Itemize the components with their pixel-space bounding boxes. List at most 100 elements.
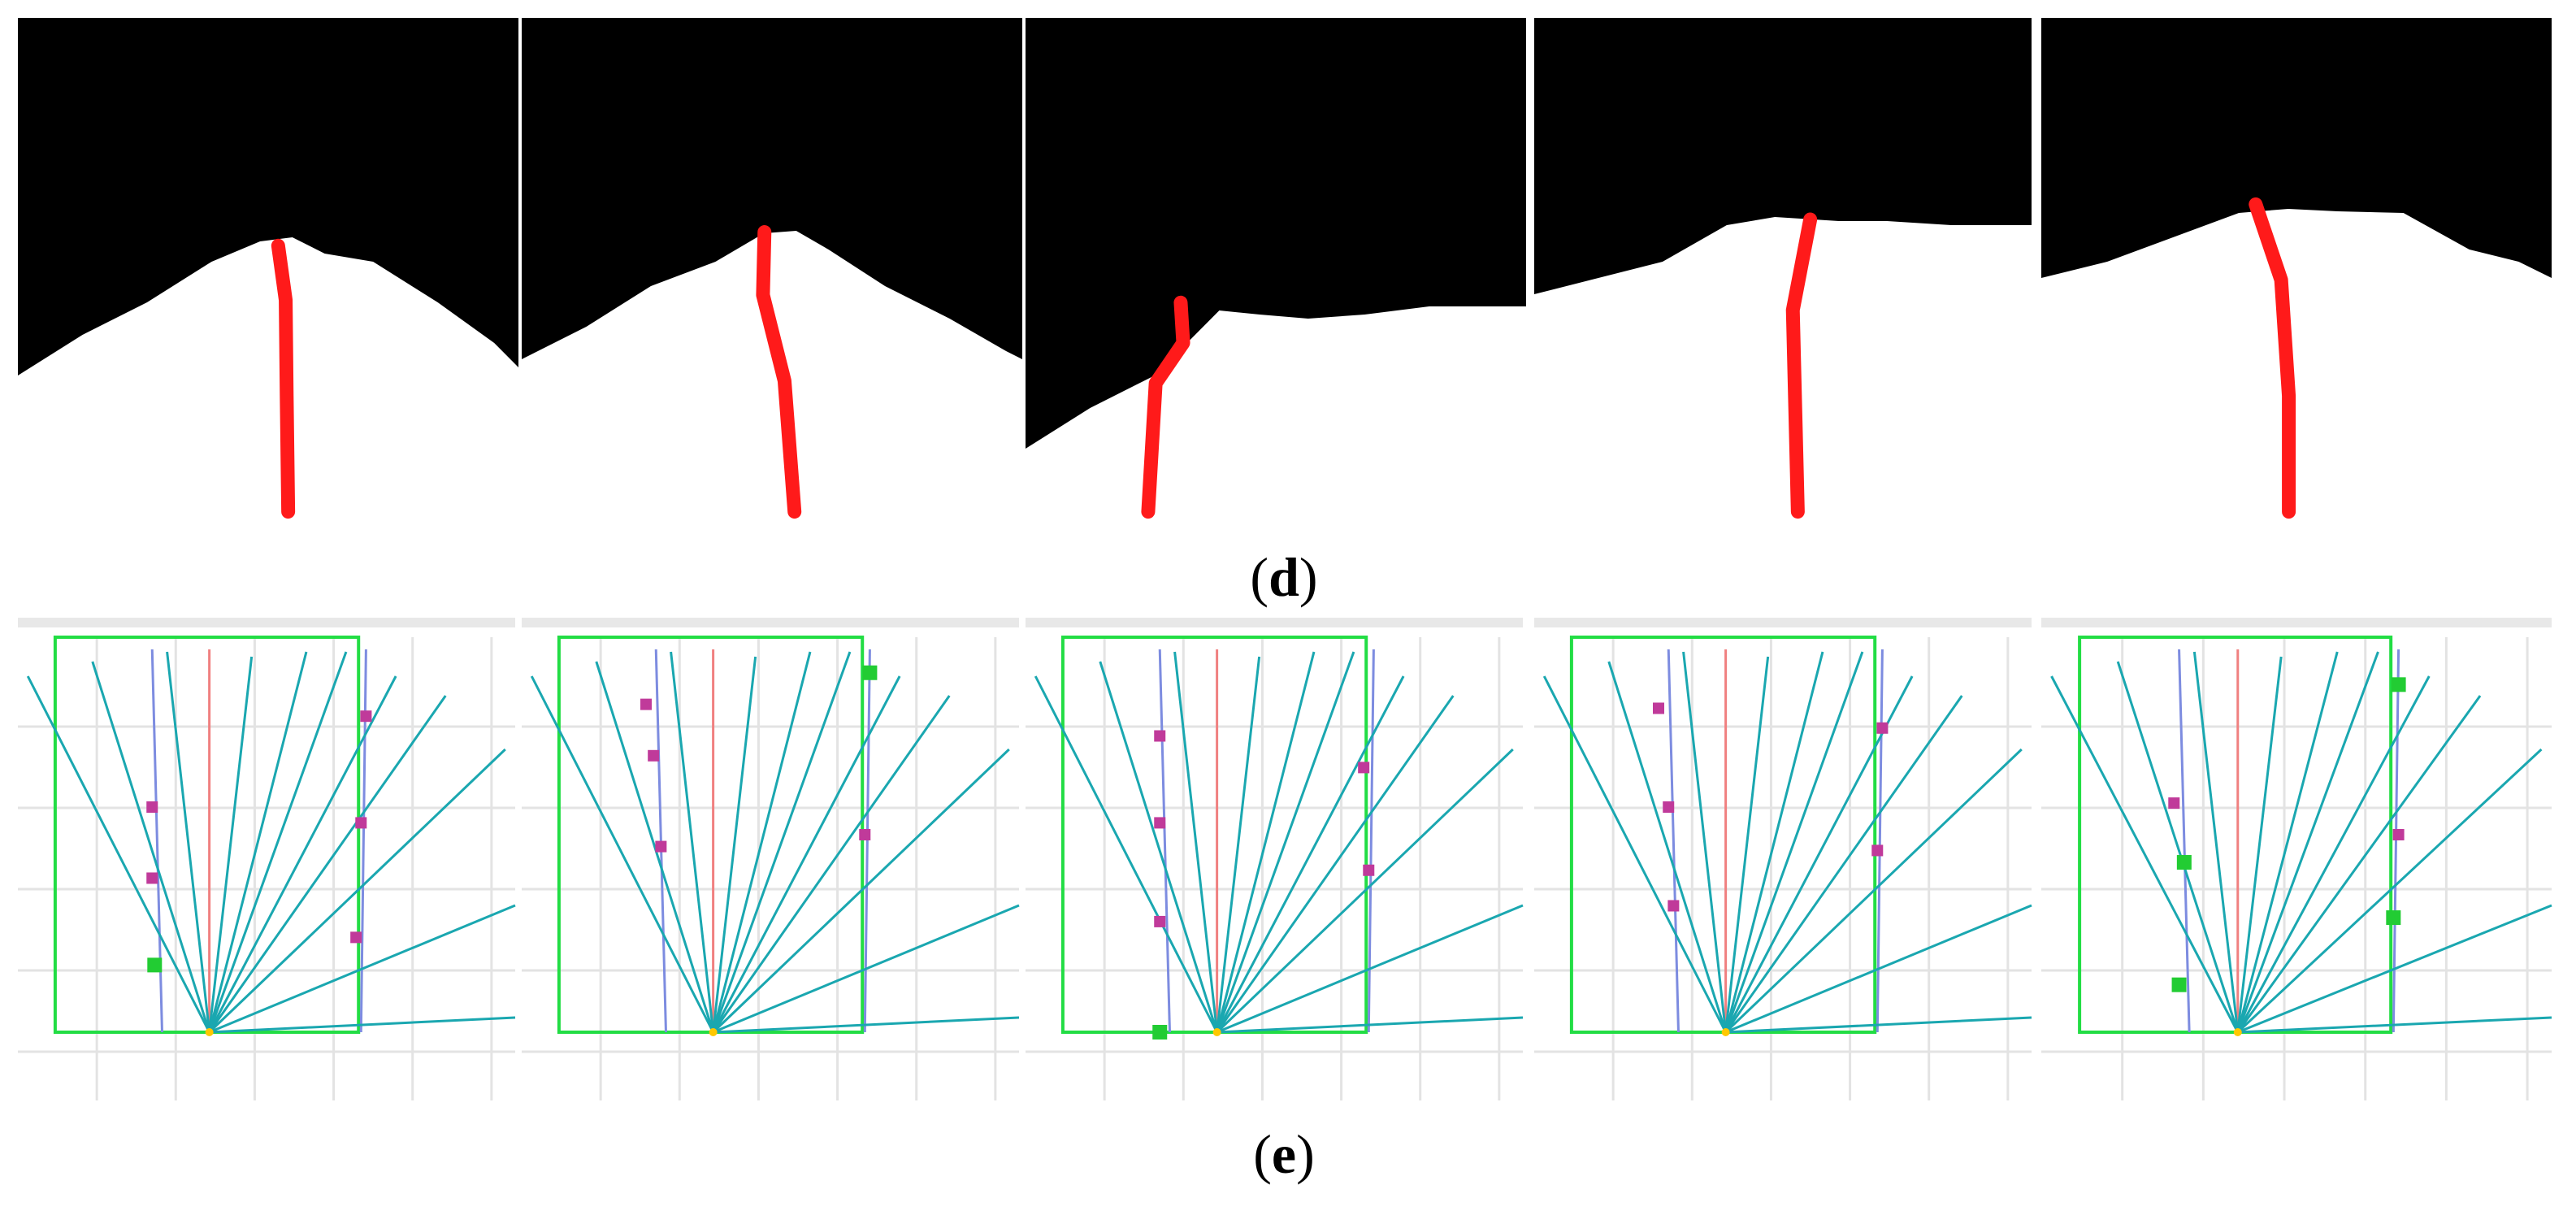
crop-row-line-left bbox=[1158, 649, 1171, 1033]
header-bar bbox=[2041, 618, 2552, 627]
fan-line bbox=[1724, 675, 1914, 1033]
detection-marker bbox=[146, 872, 158, 884]
header-bar bbox=[1534, 618, 2032, 627]
mask-panel-d4 bbox=[1534, 18, 2032, 522]
fan-line bbox=[1607, 661, 1728, 1033]
fan-line bbox=[712, 656, 757, 1033]
fan-line bbox=[208, 675, 397, 1033]
mask-sky bbox=[2041, 18, 2552, 278]
green-marker bbox=[1152, 1025, 1168, 1040]
fan-line bbox=[2236, 651, 2339, 1033]
panel-bg bbox=[1534, 613, 2032, 1100]
crop-row-line-left bbox=[2178, 649, 2191, 1033]
fan-line bbox=[1216, 695, 1455, 1033]
fan-line bbox=[1724, 651, 1864, 1033]
detection-marker bbox=[350, 931, 362, 944]
fan-line bbox=[1724, 748, 2023, 1034]
detection-marker bbox=[1663, 801, 1675, 813]
fan-line bbox=[2192, 651, 2240, 1033]
green-marker bbox=[2176, 855, 2192, 870]
anchor-point bbox=[1212, 1028, 1221, 1036]
fan-line bbox=[713, 904, 1020, 1034]
detection-marker bbox=[1871, 844, 1884, 857]
crop-row-line-left bbox=[1667, 649, 1680, 1033]
fan-line bbox=[1034, 675, 1218, 1033]
detection-marker bbox=[1358, 762, 1370, 774]
fan-line bbox=[208, 748, 506, 1034]
navigation-path-line bbox=[1785, 212, 1818, 519]
fan-line bbox=[208, 656, 254, 1033]
fan-line bbox=[166, 651, 211, 1033]
fan-panel-e2 bbox=[522, 613, 1020, 1100]
caption-e: (e) bbox=[1253, 1123, 1315, 1185]
fan-panel-e5 bbox=[2041, 613, 2552, 1100]
fan-line bbox=[1724, 651, 1824, 1033]
mask-panel-d3 bbox=[1026, 18, 1526, 522]
fan-line bbox=[712, 651, 852, 1033]
detection-marker bbox=[655, 840, 667, 853]
fan-line bbox=[91, 661, 211, 1033]
fan-line bbox=[1725, 1016, 2032, 1034]
fan-line bbox=[1542, 675, 1727, 1033]
caption-d: (d) bbox=[1250, 546, 1318, 608]
navigation-path-line bbox=[2249, 197, 2296, 519]
fan-line bbox=[2237, 1016, 2552, 1034]
fan-line bbox=[712, 695, 951, 1033]
detection-marker bbox=[859, 829, 871, 840]
green-marker bbox=[147, 957, 163, 973]
detection-marker bbox=[1667, 900, 1680, 912]
navigation-path-line bbox=[1141, 295, 1190, 519]
fan-line bbox=[2236, 656, 2283, 1033]
fan-line bbox=[712, 675, 901, 1033]
panel-bg bbox=[18, 613, 515, 1100]
anchor-point bbox=[1721, 1028, 1730, 1036]
fan-line bbox=[209, 1016, 516, 1034]
detection-marker bbox=[355, 817, 367, 829]
fan-panel-e4 bbox=[1534, 613, 2032, 1100]
detection-marker bbox=[2392, 829, 2405, 840]
detection-marker bbox=[1154, 730, 1166, 742]
fan-panel-e3 bbox=[1026, 613, 1524, 1100]
navigation-path-line bbox=[756, 225, 802, 519]
detection-marker bbox=[1154, 817, 1166, 829]
fan-line bbox=[1099, 661, 1219, 1033]
detection-marker bbox=[640, 698, 652, 710]
anchor-point bbox=[205, 1028, 214, 1036]
anchor-point bbox=[709, 1028, 718, 1036]
detection-marker bbox=[1653, 702, 1664, 714]
fan-line bbox=[2237, 904, 2552, 1034]
fan-line bbox=[1724, 656, 1770, 1033]
detection-marker bbox=[648, 749, 660, 762]
fan-line bbox=[208, 651, 348, 1033]
navigation-path-line bbox=[271, 238, 296, 519]
fan-line bbox=[712, 651, 812, 1033]
fan-line bbox=[1216, 656, 1261, 1033]
mask-panel-d2 bbox=[522, 18, 1022, 522]
panel-bg bbox=[522, 613, 1019, 1100]
fan-line bbox=[26, 675, 210, 1033]
fan-line bbox=[1216, 748, 1514, 1034]
detection-marker bbox=[1876, 722, 1889, 734]
fan-line bbox=[208, 695, 447, 1033]
detection-marker bbox=[1363, 864, 1375, 876]
fan-panel-e1 bbox=[18, 613, 516, 1100]
fan-line bbox=[1216, 651, 1316, 1033]
caption-e-letter: e bbox=[1271, 1123, 1297, 1185]
fan-line bbox=[2116, 661, 2240, 1033]
panel-bg bbox=[1026, 613, 1523, 1100]
fan-line bbox=[209, 904, 516, 1034]
mask-sky bbox=[18, 18, 518, 375]
fan-line bbox=[1682, 651, 1728, 1033]
green-marker bbox=[2171, 977, 2187, 992]
detection-marker bbox=[146, 801, 158, 813]
fan-line bbox=[595, 661, 715, 1033]
fan-line bbox=[2050, 675, 2240, 1033]
fan-line bbox=[530, 675, 714, 1033]
fan-line bbox=[1216, 904, 1524, 1034]
fan-line bbox=[1724, 695, 1963, 1033]
fan-line bbox=[1216, 1016, 1524, 1034]
fan-line bbox=[208, 651, 308, 1033]
mask-sky bbox=[1026, 18, 1526, 449]
detection-marker bbox=[1154, 915, 1166, 927]
